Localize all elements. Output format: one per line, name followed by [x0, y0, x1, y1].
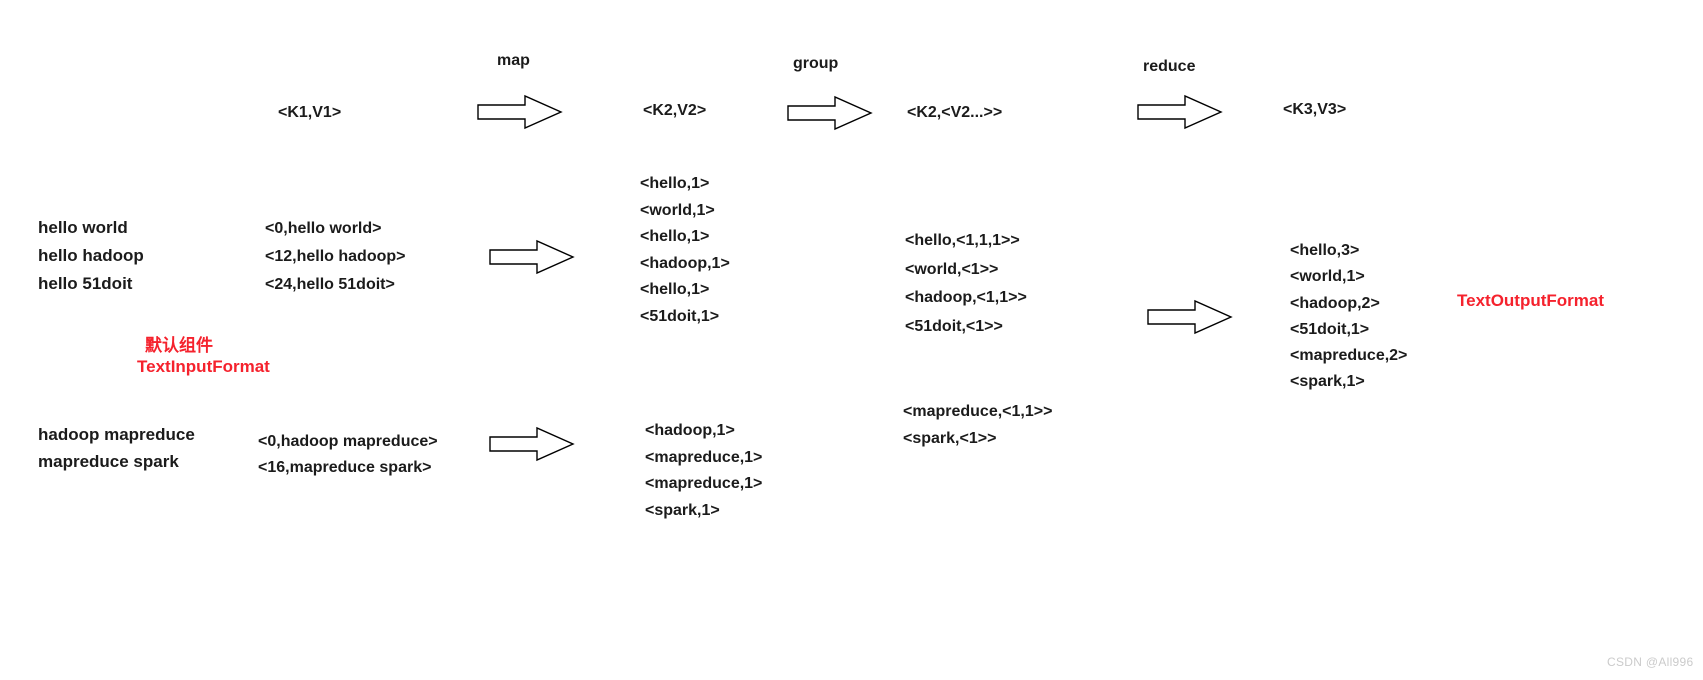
split2-input-block: hadoop mapreduce mapreduce spark	[38, 421, 195, 475]
result-pair: <51doit,1>	[1290, 320, 1370, 338]
map-stage-label: map	[497, 52, 530, 69]
kv-pair: <world,1>	[640, 201, 715, 219]
kv-pair: <hadoop,1>	[645, 422, 735, 439]
result-pair: <world,1>	[1290, 268, 1365, 286]
result-pair: <hello,3>	[1290, 242, 1360, 259]
grouped-pair: <mapreduce,<1,1>>	[903, 403, 1053, 420]
csdn-watermark: CSDN @All996	[1607, 655, 1694, 669]
split1-map-output-block: <hello,1> <world,1> <hello,1> <hadoop,1>…	[640, 171, 730, 330]
kv-pair: <mapreduce,1>	[645, 475, 763, 492]
kv-pair: <mapreduce,1>	[645, 448, 763, 466]
input-line: hadoop mapreduce	[38, 425, 195, 444]
kv-line: <16,mapreduce spark>	[258, 459, 432, 476]
to-reduce-arrow-icon	[1147, 299, 1233, 335]
grouped-pair: <world,<1>>	[905, 260, 999, 278]
result-pair: <mapreduce,2>	[1290, 347, 1408, 365]
default-component-label: 默认组件	[145, 336, 213, 355]
split1-group-output-block: <hello,<1,1,1>> <world,<1>> <hadoop,<1,1…	[905, 227, 1027, 341]
grouped-pair: <hello,<1,1,1>>	[905, 232, 1020, 249]
reduce-output-block: <hello,3> <world,1> <hadoop,2> <51doit,1…	[1290, 238, 1407, 396]
input-line: hello hadoop	[38, 246, 144, 265]
split2-group-output-block: <mapreduce,<1,1>> <spark,<1>>	[903, 398, 1052, 452]
input-line: hello 51doit	[38, 274, 133, 293]
text-input-format-label: TextInputFormat	[137, 357, 270, 376]
kv-pair: <hello,1>	[640, 281, 710, 298]
split2-kv-block: <0,hadoop mapreduce> <16,mapreduce spark…	[258, 429, 438, 481]
kv-pair: <51doit,1>	[640, 307, 720, 325]
kv-pair: <spark,1>	[645, 501, 720, 519]
kv-line: <0,hadoop mapreduce>	[258, 433, 438, 450]
split1-map-arrow-icon	[489, 239, 575, 275]
split2-map-output-block: <hadoop,1> <mapreduce,1> <mapreduce,1> <…	[645, 418, 762, 524]
result-pair: <hadoop,2>	[1290, 294, 1380, 312]
group-stage-label: group	[793, 55, 839, 72]
k2v2-list-label: <K2,<V2...>>	[907, 104, 1003, 121]
k1v1-label: <K1,V1>	[278, 104, 342, 121]
k2v2-label: <K2,V2>	[643, 102, 707, 119]
grouped-pair: <hadoop,<1,1>>	[905, 289, 1027, 306]
kv-line: <0,hello world>	[265, 220, 382, 237]
input-line: mapreduce spark	[38, 452, 179, 471]
kv-pair: <hello,1>	[640, 228, 710, 245]
result-pair: <spark,1>	[1290, 373, 1365, 391]
grouped-pair: <spark,<1>>	[903, 430, 997, 447]
grouped-pair: <51doit,<1>>	[905, 317, 1003, 335]
map-arrow-icon	[477, 94, 563, 130]
kv-line: <24,hello 51doit>	[265, 276, 395, 293]
split2-map-arrow-icon	[489, 426, 575, 462]
split1-kv-block: <0,hello world> <12,hello hadoop> <24,he…	[265, 215, 405, 299]
input-line: hello world	[38, 218, 128, 237]
k3v3-label: <K3,V3>	[1283, 101, 1347, 118]
reduce-arrow-icon	[1137, 94, 1223, 130]
text-output-format-label: TextOutputFormat	[1457, 291, 1605, 310]
kv-pair: <hello,1>	[640, 175, 710, 192]
split1-input-block: hello world hello hadoop hello 51doit	[38, 214, 144, 298]
group-arrow-icon	[787, 95, 873, 131]
kv-line: <12,hello hadoop>	[265, 248, 406, 265]
reduce-stage-label: reduce	[1143, 58, 1196, 75]
kv-pair: <hadoop,1>	[640, 254, 730, 272]
